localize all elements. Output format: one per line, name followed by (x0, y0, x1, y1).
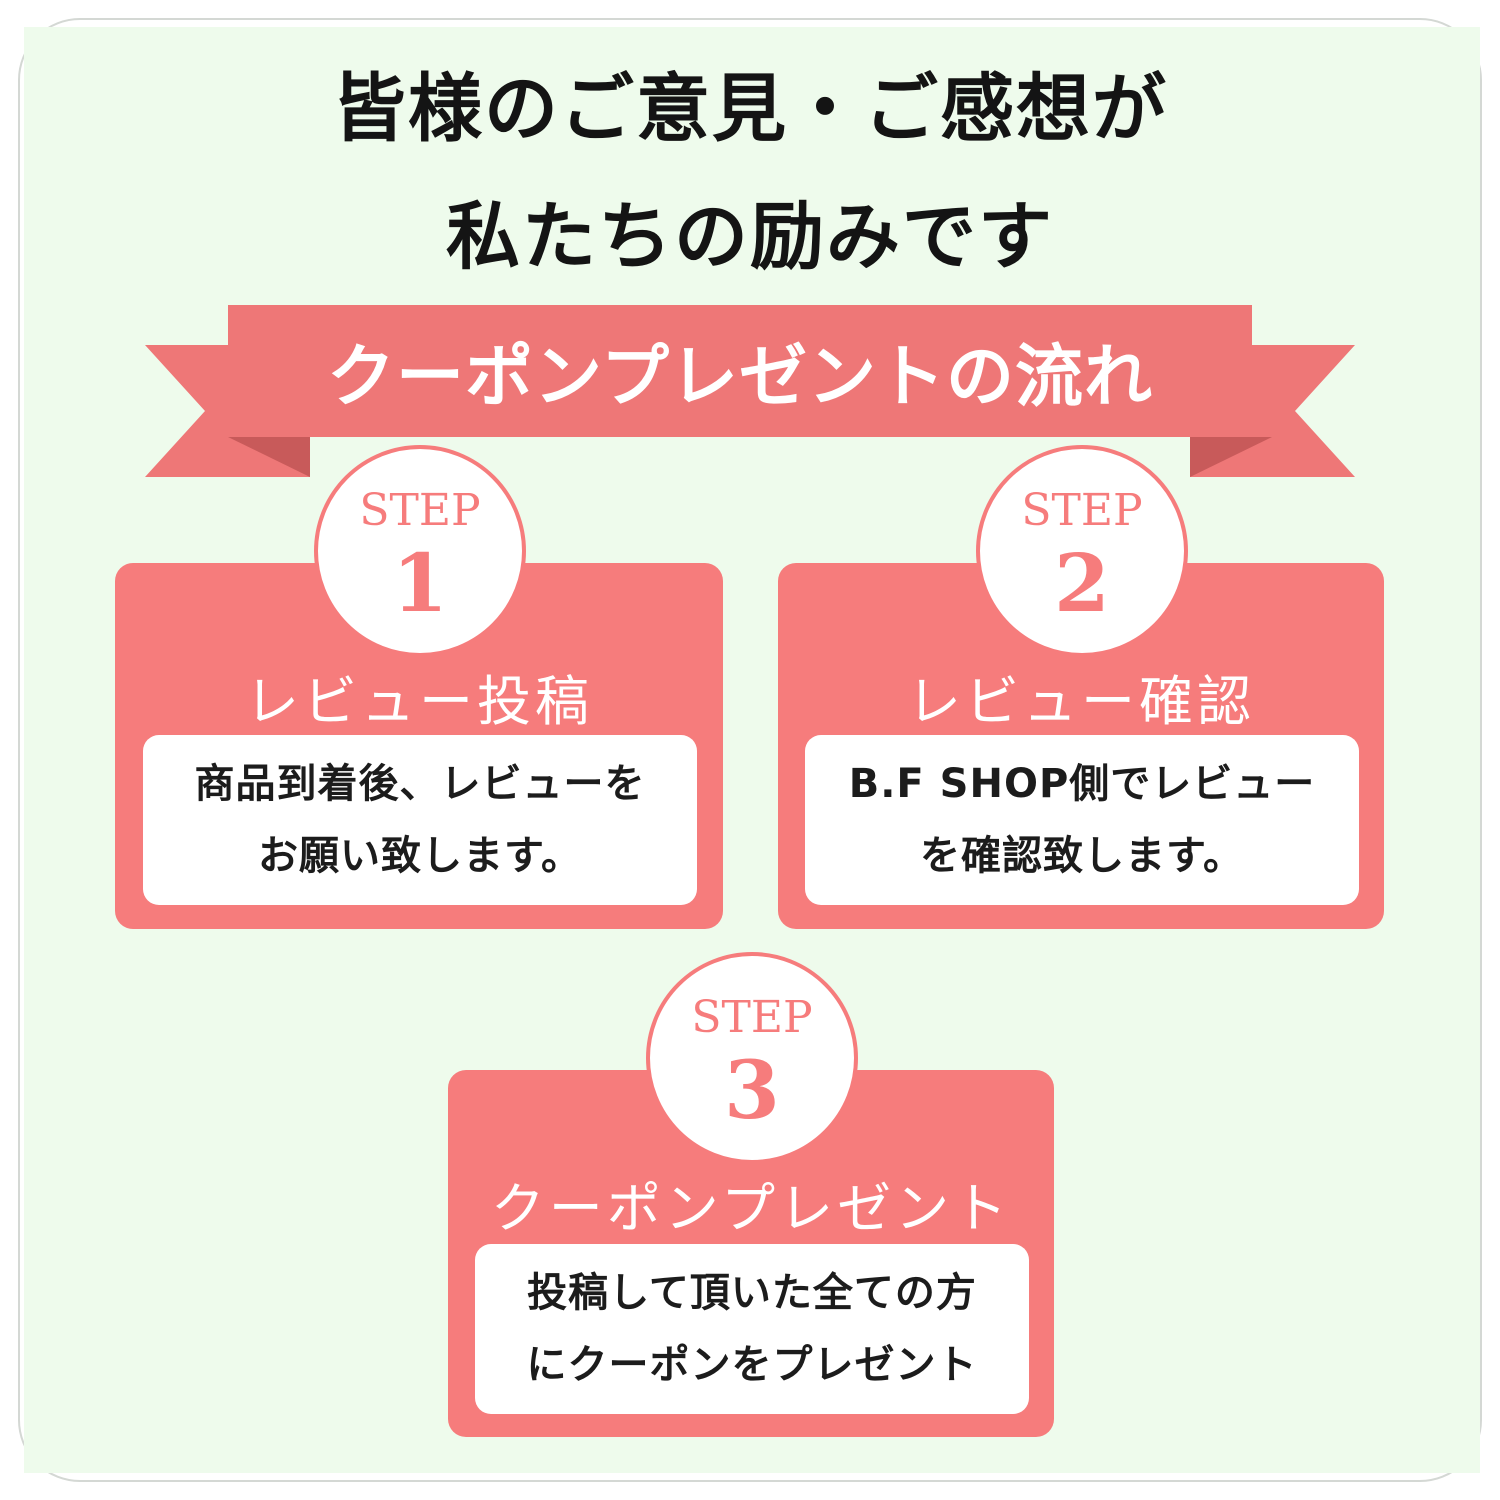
step-1-number: 1 (392, 536, 448, 630)
step-3-badge: STEP 3 (646, 952, 858, 1164)
step-2-line-2: を確認致します。 (920, 833, 1244, 879)
step-1-line-1: 商品到着後、レビューを (194, 761, 646, 807)
headline-line-1: 皆様のご意見・ご感想が (332, 66, 1168, 152)
ribbon-left-fold (228, 437, 310, 477)
step-2-line-1: B.F SHOP側でレビュー (848, 761, 1316, 807)
step-3-line-1: 投稿して頂いた全ての方 (527, 1270, 977, 1316)
step-3-title: クーポンプレゼント (490, 1177, 1012, 1240)
step-2-body: B.F SHOP側でレビュー を確認致します。 (805, 735, 1359, 905)
step-2-title: レビュー確認 (907, 670, 1255, 733)
step-1-body: 商品到着後、レビューを お願い致します。 (143, 735, 697, 905)
headline-line-2: 私たちの励みです (446, 194, 1054, 280)
step-3-body: 投稿して頂いた全ての方 にクーポンをプレゼント (475, 1244, 1029, 1414)
step-2-card: レビュー確認 B.F SHOP側でレビュー を確認致します。 (778, 563, 1384, 929)
banner-title: クーポンプレゼントの流れ (327, 337, 1153, 417)
step-1-label: STEP (359, 485, 481, 536)
step-2-label: STEP (1021, 485, 1143, 536)
step-1-title: レビュー投稿 (245, 670, 593, 733)
ribbon-banner (145, 305, 1355, 477)
step-1-badge: STEP 1 (314, 445, 526, 657)
step-1-line-2: お願い致します。 (258, 833, 582, 879)
step-2-badge: STEP 2 (976, 445, 1188, 657)
step-3-line-2: にクーポンをプレゼント (526, 1342, 978, 1388)
step-3-number: 3 (724, 1043, 780, 1137)
ribbon-right-fold (1190, 437, 1272, 477)
step-3-label: STEP (691, 992, 813, 1043)
ribbon-band (228, 305, 1252, 437)
step-1-card: レビュー投稿 商品到着後、レビューを お願い致します。 (115, 563, 723, 929)
step-2-number: 2 (1054, 536, 1110, 630)
